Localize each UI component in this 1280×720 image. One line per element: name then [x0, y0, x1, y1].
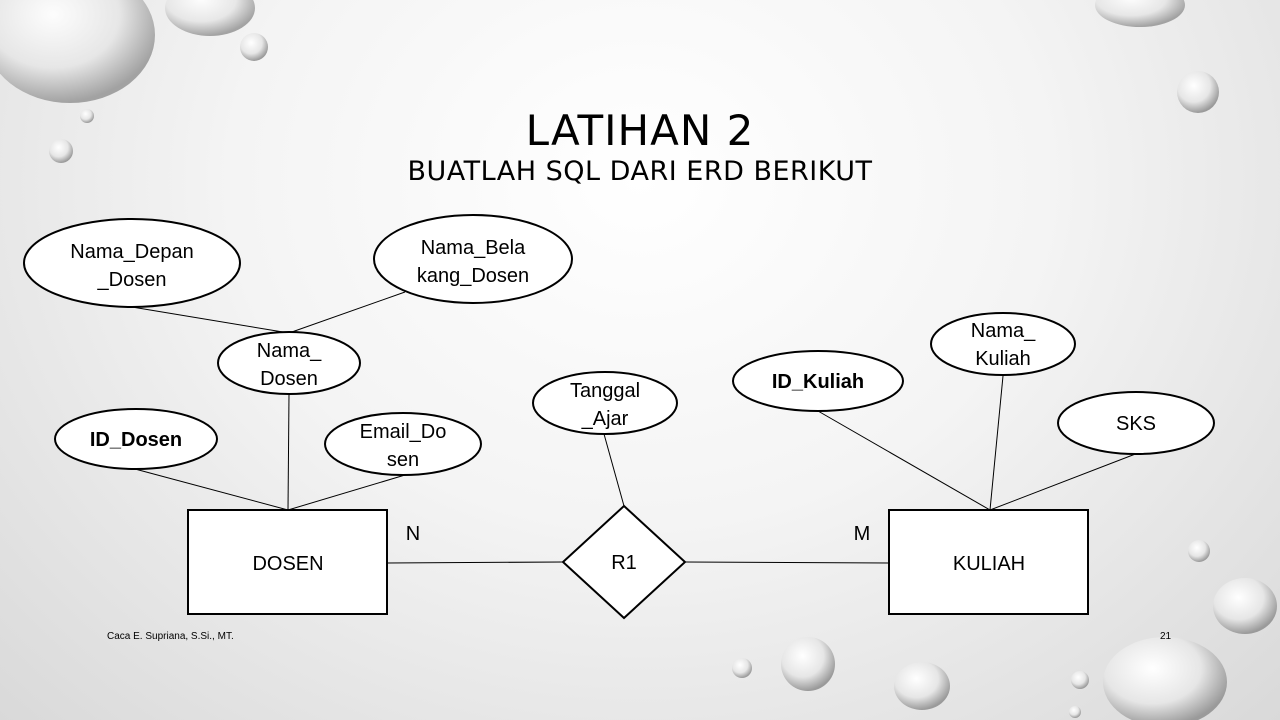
water-drop	[1177, 71, 1219, 113]
attribute-email-dosen: Email_Do sen	[324, 412, 482, 476]
erd-connectors	[131, 291, 1139, 564]
connector-line	[603, 433, 625, 507]
attribute-label: sen	[387, 449, 419, 471]
footer-author: Caca E. Supriana, S.Si., MT.	[107, 631, 234, 642]
connector-line	[287, 393, 290, 511]
connector-line	[288, 291, 406, 334]
relationship-r1: R1	[561, 504, 687, 620]
attribute-nama-dosen: Nama_ Dosen	[217, 331, 361, 395]
water-drop	[1188, 540, 1210, 562]
attribute-label: Nama_Bela	[421, 237, 526, 259]
connector-line	[287, 474, 406, 511]
cardinality-n: N	[406, 523, 420, 545]
attribute-label: _Ajar	[581, 408, 629, 430]
connector-line	[817, 410, 991, 511]
water-drop	[49, 139, 73, 163]
attribute-label: Tanggal	[570, 380, 640, 402]
water-drop	[80, 109, 94, 123]
attribute-label: Nama_	[257, 340, 322, 362]
entity-dosen-label: DOSEN	[252, 553, 323, 575]
attribute-sks: SKS	[1057, 391, 1215, 455]
connector-line	[989, 452, 1139, 511]
water-drop	[894, 662, 950, 710]
water-drop	[0, 0, 155, 103]
water-drop	[732, 658, 752, 678]
water-drop	[240, 33, 268, 61]
water-drop	[1069, 706, 1081, 718]
attribute-label: SKS	[1116, 413, 1156, 435]
attribute-id-kuliah: ID_Kuliah	[732, 350, 904, 412]
water-drop	[1213, 578, 1277, 634]
attribute-label: Email_Do	[360, 421, 447, 443]
relationship-r1-label: R1	[611, 552, 637, 574]
attribute-id-dosen: ID_Dosen	[54, 408, 218, 470]
attribute-label-primary-key: ID_Dosen	[90, 429, 182, 451]
water-drop	[1103, 637, 1227, 720]
page-number: 21	[1160, 631, 1172, 642]
water-drop	[165, 0, 255, 36]
attribute-nama-kuliah: Nama_ Kuliah	[930, 312, 1076, 376]
water-drop	[1095, 0, 1185, 27]
slide-title: LATIHAN 2	[525, 106, 755, 155]
connector-line	[989, 375, 1004, 511]
connector-line	[684, 561, 890, 564]
connector-line	[134, 468, 289, 511]
attribute-nama-belakang-dosen: Nama_Bela kang_Dosen	[373, 214, 573, 304]
entity-kuliah-label: KULIAH	[953, 553, 1025, 575]
slide-subtitle: BUATLAH SQL DARI ERD BERIKUT	[407, 156, 873, 187]
water-drop	[1071, 671, 1089, 689]
attribute-label: Kuliah	[975, 348, 1031, 370]
attribute-label: Nama_Depan	[70, 241, 193, 263]
attribute-label: Nama_	[971, 320, 1036, 342]
attribute-label: Dosen	[260, 368, 318, 390]
entity-kuliah: KULIAH	[888, 509, 1089, 615]
attribute-tanggal-ajar: Tanggal _Ajar	[532, 371, 678, 435]
attribute-label-primary-key: ID_Kuliah	[772, 371, 864, 393]
attribute-label: kang_Dosen	[417, 265, 529, 287]
water-drop	[781, 637, 835, 691]
cardinality-m: M	[854, 523, 871, 545]
attribute-nama-depan-dosen: Nama_Depan _Dosen	[23, 218, 241, 308]
connector-line	[386, 561, 564, 564]
attribute-label: _Dosen	[97, 269, 167, 291]
entity-dosen: DOSEN	[187, 509, 388, 615]
connector-line	[131, 306, 290, 334]
